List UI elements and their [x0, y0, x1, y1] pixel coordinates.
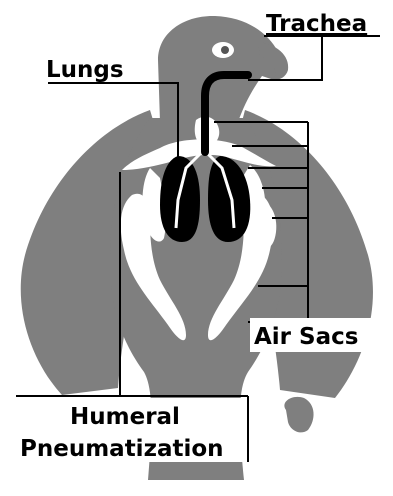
- eye-icon: [212, 42, 234, 58]
- head: [158, 16, 282, 122]
- left-lung: [160, 156, 200, 242]
- talon: [284, 397, 313, 433]
- humeral-label-line1: Humeral: [70, 404, 180, 430]
- lungs-label: Lungs: [46, 57, 124, 83]
- humeral-label-line2: Pneumatization: [20, 436, 224, 462]
- trachea-label: Trachea: [266, 11, 367, 37]
- air-sacs-label: Air Sacs: [254, 324, 358, 350]
